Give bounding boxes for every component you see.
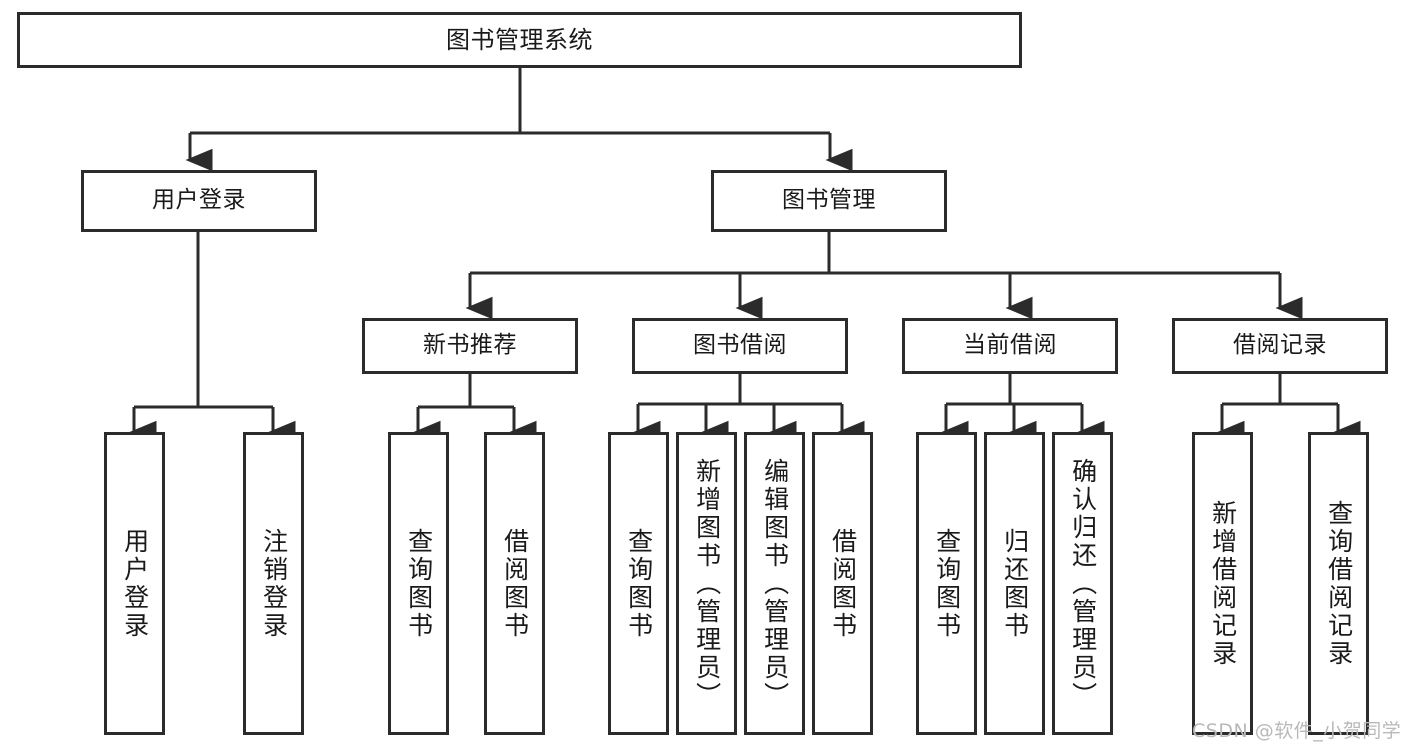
leaf-book-borrow-borrow[interactable]: 借阅图书 <box>812 432 873 735</box>
leaf-book-borrow-add[interactable]: 新增图书（管理员） <box>676 432 737 735</box>
node-book-borrow-label: 图书借阅 <box>693 332 787 359</box>
node-new-book-recommend-label: 新书推荐 <box>423 332 517 359</box>
node-user-login[interactable]: 用户登录 <box>81 170 317 232</box>
leaf-borrow-record-add[interactable]: 新增借阅记录 <box>1192 432 1253 735</box>
node-user-login-label: 用户登录 <box>152 187 246 214</box>
leaf-user-login-login[interactable]: 用户登录 <box>104 432 165 735</box>
leaf-book-borrow-edit-label: 编辑图书（管理员） <box>760 457 790 710</box>
node-borrow-records[interactable]: 借阅记录 <box>1172 318 1388 374</box>
leaf-borrow-record-query[interactable]: 查询借阅记录 <box>1308 432 1369 735</box>
leaf-new-book-query[interactable]: 查询图书 <box>388 432 449 735</box>
leaf-book-borrow-query[interactable]: 查询图书 <box>608 432 669 735</box>
node-root-label: 图书管理系统 <box>446 25 593 54</box>
leaf-current-borrow-confirm-return-label: 确认归还（管理员） <box>1068 457 1098 710</box>
leaf-book-borrow-edit[interactable]: 编辑图书（管理员） <box>744 432 805 735</box>
leaf-book-borrow-query-label: 查询图书 <box>624 527 654 640</box>
leaf-user-login-logout[interactable]: 注销登录 <box>243 432 304 735</box>
node-current-borrow[interactable]: 当前借阅 <box>902 318 1118 374</box>
node-book-management-label: 图书管理 <box>782 187 876 214</box>
leaf-borrow-record-add-label: 新增借阅记录 <box>1208 499 1238 668</box>
node-borrow-records-label: 借阅记录 <box>1233 332 1327 359</box>
leaf-current-borrow-confirm-return[interactable]: 确认归还（管理员） <box>1052 432 1113 735</box>
node-current-borrow-label: 当前借阅 <box>963 332 1057 359</box>
leaf-book-borrow-add-label: 新增图书（管理员） <box>692 457 722 710</box>
leaf-borrow-record-query-label: 查询借阅记录 <box>1324 499 1354 668</box>
leaf-current-borrow-query-label: 查询图书 <box>932 527 962 640</box>
csdn-watermark: CSDN @软件_小贺同学 <box>1192 720 1402 742</box>
node-book-borrow[interactable]: 图书借阅 <box>632 318 848 374</box>
leaf-current-borrow-return-label: 归还图书 <box>1000 527 1030 640</box>
leaf-new-book-borrow-label: 借阅图书 <box>500 527 530 640</box>
leaf-current-borrow-return[interactable]: 归还图书 <box>984 432 1045 735</box>
leaf-user-login-logout-label: 注销登录 <box>259 527 289 640</box>
leaf-new-book-query-label: 查询图书 <box>404 527 434 640</box>
node-new-book-recommend[interactable]: 新书推荐 <box>362 318 578 374</box>
leaf-current-borrow-query[interactable]: 查询图书 <box>916 432 977 735</box>
leaf-book-borrow-borrow-label: 借阅图书 <box>828 527 858 640</box>
leaf-new-book-borrow[interactable]: 借阅图书 <box>484 432 545 735</box>
leaf-user-login-login-label: 用户登录 <box>120 527 150 640</box>
node-book-management[interactable]: 图书管理 <box>711 170 947 232</box>
node-root[interactable]: 图书管理系统 <box>17 12 1022 68</box>
